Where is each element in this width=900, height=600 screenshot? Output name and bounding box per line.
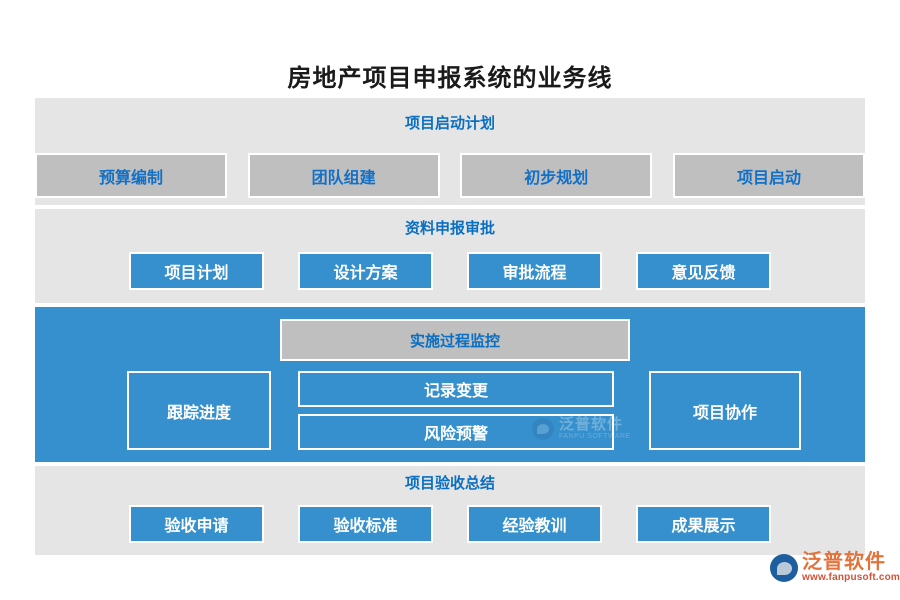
brand-logo-text: 泛普软件 www.fanpusoft.com <box>802 552 900 583</box>
card-acceptance-criteria[interactable]: 验收标准 <box>298 505 433 543</box>
card-team-formation[interactable]: 团队组建 <box>247 153 440 198</box>
brand-logo-url: www.fanpusoft.com <box>802 572 900 583</box>
card-row-project-launch-plan: 预算编制 团队组建 初步规划 项目启动 <box>35 153 865 198</box>
card-track-progress[interactable]: 跟踪进度 <box>127 371 271 450</box>
card-budget-preparation[interactable]: 预算编制 <box>35 153 227 198</box>
card-approval-workflow[interactable]: 审批流程 <box>467 252 602 290</box>
card-row-project-acceptance-summary: 验收申请 验收标准 经验教训 成果展示 <box>35 505 865 543</box>
brand-logo: 泛普软件 www.fanpusoft.com <box>770 552 900 583</box>
card-acceptance-application[interactable]: 验收申请 <box>129 505 264 543</box>
brand-logo-cn: 泛普软件 <box>802 551 886 573</box>
page-title: 房地产项目申报系统的业务线 <box>287 65 613 92</box>
section-heading-project-launch-plan: 项目启动计划 <box>404 115 495 132</box>
fanpu-logo-icon <box>770 553 798 582</box>
card-opinion-feedback[interactable]: 意见反馈 <box>636 252 771 290</box>
section-heading-implementation-process-monitoring: 实施过程监控 <box>280 319 630 361</box>
card-row-document-declaration-approval: 项目计划 设计方案 审批流程 意见反馈 <box>35 252 865 290</box>
card-risk-warning[interactable]: 风险预警 <box>298 414 614 450</box>
card-results-display[interactable]: 成果展示 <box>636 505 771 543</box>
card-project-plan[interactable]: 项目计划 <box>129 252 264 290</box>
section-heading-document-declaration-approval: 资料申报审批 <box>404 220 495 237</box>
card-project-kickoff[interactable]: 项目启动 <box>672 153 865 198</box>
section-project-acceptance-summary: 项目验收总结 验收申请 验收标准 经验教训 成果展示 <box>35 466 865 555</box>
section-implementation-process-monitoring: 实施过程监控 跟踪进度 记录变更 风险预警 项目协作 泛普软件 FANPU SO… <box>35 307 865 462</box>
section-document-declaration-approval: 资料申报审批 项目计划 设计方案 审批流程 意见反馈 <box>35 209 865 303</box>
section-project-launch-plan: 项目启动计划 预算编制 团队组建 初步规划 项目启动 <box>35 98 865 205</box>
section-heading-project-acceptance-summary: 项目验收总结 <box>404 475 495 492</box>
card-record-changes[interactable]: 记录变更 <box>298 371 614 407</box>
card-design-scheme[interactable]: 设计方案 <box>298 252 433 290</box>
card-lessons-learned[interactable]: 经验教训 <box>467 505 602 543</box>
card-preliminary-planning[interactable]: 初步规划 <box>460 153 653 198</box>
card-project-collaboration[interactable]: 项目协作 <box>649 371 801 450</box>
